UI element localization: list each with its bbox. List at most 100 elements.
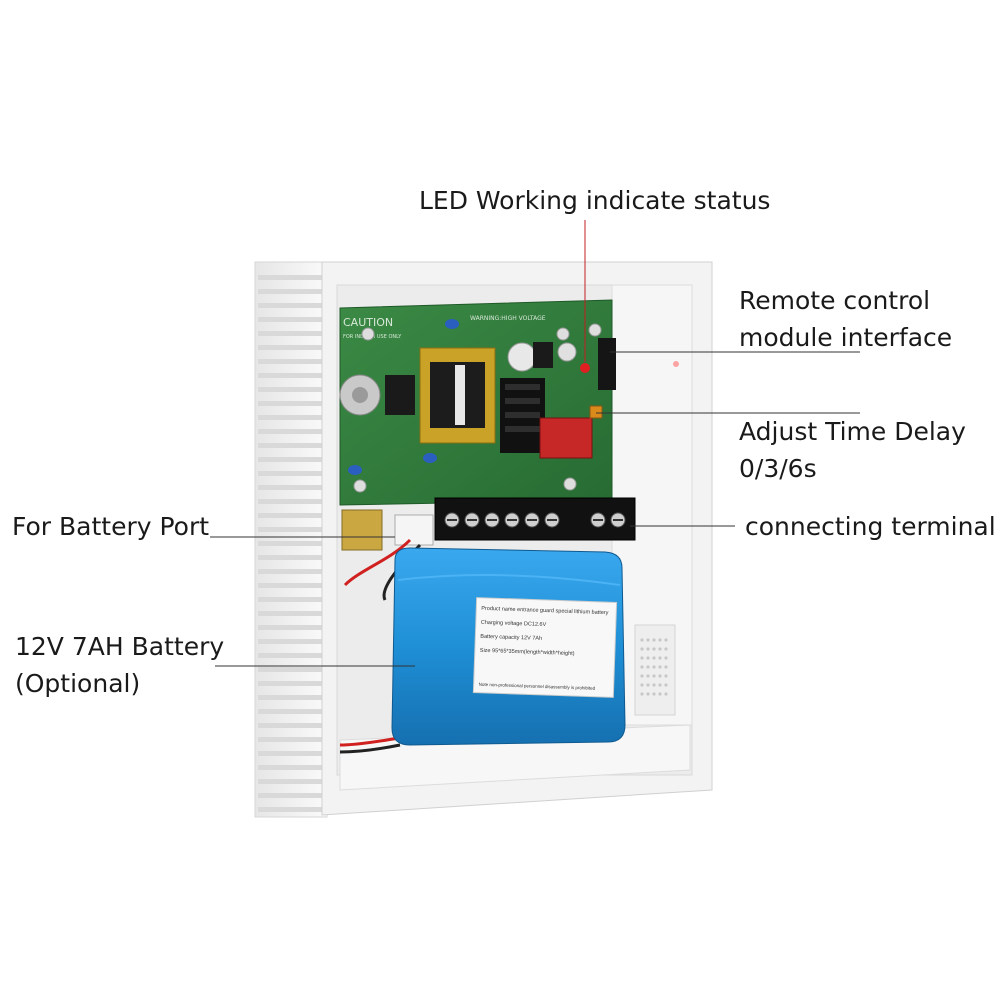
- fin-slot: [258, 639, 324, 644]
- vent-hole: [658, 656, 662, 660]
- fin-slot: [258, 527, 324, 532]
- callout-adjust-line1: Adjust Time Delay: [739, 417, 966, 446]
- callout-battery-line1: 12V 7AH Battery: [15, 632, 225, 661]
- callout-battery-line2: (Optional): [15, 669, 141, 698]
- fin-slot: [258, 331, 324, 336]
- vent-hole: [658, 647, 662, 651]
- remote-header: [598, 338, 616, 390]
- fin-slot: [258, 807, 324, 812]
- vent-hole: [664, 665, 668, 669]
- battery-label-line5: Note non-professional personnel disassem…: [479, 682, 596, 691]
- vent-hole: [664, 674, 668, 678]
- vent-hole: [646, 647, 650, 651]
- fin-slot: [258, 779, 324, 784]
- vent-hole: [652, 692, 656, 696]
- battery-port: [341, 509, 434, 551]
- vent-hole: [640, 665, 644, 669]
- callout-connecting-terminal: connecting terminal: [745, 512, 996, 541]
- connecting-terminal-block: [434, 497, 636, 541]
- fin-slot: [258, 653, 324, 658]
- led-indicator: [580, 363, 590, 373]
- fin-slot: [258, 303, 324, 308]
- fin-slot: [258, 751, 324, 756]
- vent-hole: [664, 692, 668, 696]
- fin-slot: [258, 569, 324, 574]
- fin-slot: [258, 345, 324, 350]
- fin-slot: [258, 429, 324, 434]
- vent-hole: [658, 674, 662, 678]
- vent-hole: [646, 656, 650, 660]
- battery-label-line2: Charging voltage DC12.6V: [481, 620, 547, 628]
- vent-hole: [664, 638, 668, 642]
- vent-hole: [640, 692, 644, 696]
- vent-hole: [646, 692, 650, 696]
- vent-hole: [646, 674, 650, 678]
- fin-slot: [258, 555, 324, 560]
- fin-slot: [258, 597, 324, 602]
- vent-hole: [652, 674, 656, 678]
- battery-label-line3: Battery capacity 12V 7Ah: [480, 634, 542, 642]
- fin-slot: [258, 499, 324, 504]
- fin-slot: [258, 695, 324, 700]
- fin-slot: [258, 541, 324, 546]
- pcb-warning-label: WARNING:HIGH VOLTAGE: [470, 315, 546, 322]
- potentiometer: [589, 405, 603, 419]
- fin-slot: [258, 611, 324, 616]
- fin-slot: [258, 443, 324, 448]
- vent-hole: [664, 683, 668, 687]
- callout-led-status: LED Working indicate status: [419, 186, 771, 215]
- vent-hole: [646, 638, 650, 642]
- fin-slot: [258, 723, 324, 728]
- callout-remote-line1: Remote control: [739, 286, 931, 315]
- vent-hole: [658, 638, 662, 642]
- callout-remote-interface: Remote control module interface: [739, 282, 952, 356]
- regulator-chip: [385, 375, 415, 415]
- vent-hole: [664, 656, 668, 660]
- vent-hole: [640, 656, 644, 660]
- battery-label-sticker: [472, 597, 618, 698]
- vent-hole: [640, 638, 644, 642]
- vent-hole: [658, 692, 662, 696]
- fin-slot: [258, 471, 324, 476]
- pcb-caution-label: CAUTION: [343, 316, 393, 329]
- battery-label-line1: Product name entrance guard special lith…: [481, 606, 609, 616]
- battery-label-line4: Size 95*65*35mm(length*width*height): [480, 648, 575, 657]
- callout-lines: [210, 220, 860, 667]
- callout-battery-port: For Battery Port: [12, 512, 210, 541]
- enclosure-fins: [254, 261, 328, 818]
- fin-slot: [258, 513, 324, 518]
- relay: [539, 417, 593, 459]
- fin-slot: [258, 667, 324, 672]
- vent-hole: [664, 647, 668, 651]
- battery-pack: Product name entrance guard special lith…: [391, 547, 626, 746]
- vent-hole: [640, 683, 644, 687]
- vent-holes: [640, 638, 668, 696]
- vent-hole: [640, 674, 644, 678]
- callout-battery: 12V 7AH Battery (Optional): [15, 628, 224, 702]
- fin-slot: [258, 793, 324, 798]
- callout-adjust-line2: 0/3/6s: [739, 454, 817, 483]
- fin-slot: [258, 275, 324, 280]
- vent-hole: [652, 647, 656, 651]
- fin-slot: [258, 681, 324, 686]
- fin-slot: [258, 359, 324, 364]
- fin-slot: [258, 401, 324, 406]
- pcb-board: CAUTION FOR INDOOR USE ONLY WARNING:HIGH…: [339, 299, 616, 506]
- fin-slot: [258, 387, 324, 392]
- vent-hole: [646, 683, 650, 687]
- callout-adjust-delay: Adjust Time Delay 0/3/6s: [739, 413, 966, 487]
- vent-hole: [640, 647, 644, 651]
- vent-hole: [646, 665, 650, 669]
- vent-hole: [658, 665, 662, 669]
- reflection-dot: [673, 361, 679, 367]
- fin-slot: [258, 289, 324, 294]
- vent-hole: [652, 638, 656, 642]
- fin-slot: [258, 737, 324, 742]
- vent-hole: [652, 683, 656, 687]
- fin-slot: [258, 709, 324, 714]
- fin-slot: [258, 457, 324, 462]
- fin-slot: [258, 317, 324, 322]
- fin-slot: [258, 373, 324, 378]
- callout-remote-line2: module interface: [739, 323, 953, 352]
